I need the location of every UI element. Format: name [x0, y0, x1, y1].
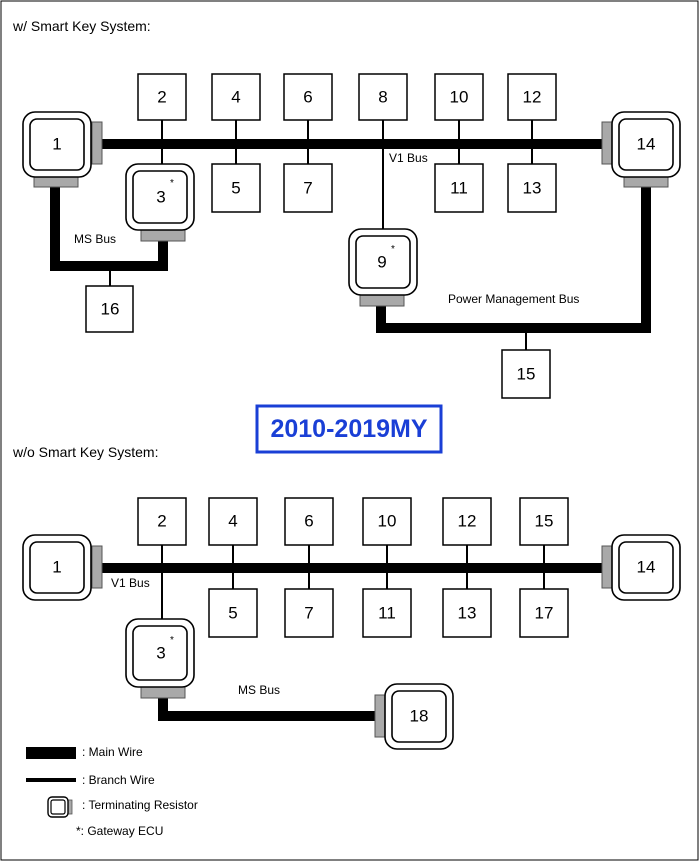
ecu-node: 13: [442, 588, 492, 638]
gateway-node: 3 *: [125, 163, 195, 242]
svg-text:10: 10: [450, 88, 469, 107]
ms-bus-label: MS Bus: [238, 683, 280, 697]
legend-terminating-resistor: : Terminating Resistor: [82, 798, 198, 812]
svg-text:12: 12: [458, 512, 477, 531]
svg-text:1: 1: [52, 135, 61, 154]
svg-text:5: 5: [231, 179, 240, 198]
ecu-node: 13: [507, 163, 557, 213]
ecu-node: 15: [501, 349, 551, 399]
gateway-mark: *: [391, 244, 395, 255]
gateway-node: 9 *: [348, 228, 418, 307]
svg-text:15: 15: [535, 512, 554, 531]
svg-text:2010-2019MY: 2010-2019MY: [270, 415, 427, 443]
ecu-node: 16: [85, 285, 134, 333]
ecu-node: 4: [211, 73, 261, 121]
svg-text:7: 7: [303, 179, 312, 198]
svg-text:7: 7: [304, 604, 313, 623]
ecu-node: 5: [208, 588, 258, 638]
svg-text:16: 16: [101, 300, 120, 319]
legend: : Main Wire : Branch Wire : Terminating …: [26, 745, 198, 838]
ms-bus-main-wire: [50, 186, 168, 271]
branch-wire-swatch: [26, 778, 76, 782]
terminating-node: 18: [374, 683, 454, 750]
svg-text:14: 14: [637, 135, 656, 154]
v1-bus-label: V1 Bus: [111, 576, 150, 590]
section-title-top: w/ Smart Key System:: [12, 18, 151, 34]
svg-text:10: 10: [378, 512, 397, 531]
ecu-node: 8: [358, 73, 408, 121]
gateway-mark: *: [170, 178, 174, 189]
ecu-node: 15: [519, 497, 569, 546]
svg-text:9: 9: [377, 253, 386, 272]
ecu-node: 4: [208, 497, 258, 546]
ecu-node: 5: [211, 163, 261, 213]
legend-gateway: *: Gateway ECU: [76, 824, 163, 838]
terminating-node: 1: [22, 111, 103, 188]
ecu-node: 2: [137, 497, 187, 546]
ecu-node: 17: [519, 588, 569, 638]
svg-text:18: 18: [410, 707, 429, 726]
svg-text:15: 15: [517, 365, 536, 384]
svg-text:2: 2: [157, 88, 166, 107]
svg-text:4: 4: [231, 88, 240, 107]
gateway-mark: *: [170, 635, 174, 646]
terminating-resistor-icon: [47, 796, 73, 818]
terminating-node: 14: [601, 111, 681, 188]
ecu-node: 10: [434, 73, 484, 121]
gateway-node: 3 *: [125, 618, 195, 699]
svg-text:2: 2: [157, 512, 166, 531]
ecu-node: 7: [283, 163, 333, 213]
v1-bus-label: V1 Bus: [389, 151, 428, 165]
svg-text:4: 4: [228, 512, 237, 531]
svg-text:8: 8: [378, 88, 387, 107]
ecu-node: 11: [362, 588, 412, 638]
main-wire-swatch: [26, 747, 76, 759]
power-management-bus-label: Power Management Bus: [448, 292, 579, 306]
svg-text:6: 6: [304, 512, 313, 531]
ecu-node: 6: [283, 73, 333, 121]
svg-text:13: 13: [523, 179, 542, 198]
ecu-node: 6: [284, 497, 334, 546]
power-management-bus-main-wire: [376, 186, 651, 333]
ms-bus-main-wire: [158, 697, 377, 721]
svg-text:12: 12: [523, 88, 542, 107]
ecu-node: 7: [284, 588, 334, 638]
legend-main-wire: : Main Wire: [82, 745, 143, 759]
svg-text:11: 11: [450, 179, 468, 198]
bottom-diagram: 2 4 6 10 12 15 5 7 11 13 17 1 14: [22, 497, 681, 750]
top-diagram: 2 4 6 8 10 12 5 7 11 13 16 15 1 14: [22, 73, 681, 399]
ecu-node: 10: [362, 497, 412, 546]
ecu-node: 12: [507, 73, 557, 121]
svg-text:17: 17: [535, 604, 554, 623]
svg-text:11: 11: [378, 604, 396, 623]
svg-text:3: 3: [156, 188, 165, 207]
ecu-node: 2: [137, 73, 187, 121]
svg-text:1: 1: [52, 558, 61, 577]
svg-text:13: 13: [458, 604, 477, 623]
svg-text:3: 3: [156, 644, 165, 663]
svg-text:14: 14: [637, 558, 656, 577]
ecu-node: 12: [442, 497, 492, 546]
terminating-node: 14: [601, 534, 681, 601]
ecu-node: 11: [434, 163, 484, 213]
svg-text:6: 6: [303, 88, 312, 107]
svg-text:5: 5: [228, 604, 237, 623]
terminating-node: 1: [22, 534, 103, 601]
ms-bus-label: MS Bus: [74, 232, 116, 246]
section-title-bottom: w/o Smart Key System:: [12, 444, 158, 460]
year-badge: 2010-2019MY: [255, 404, 443, 454]
legend-branch-wire: : Branch Wire: [82, 773, 155, 787]
